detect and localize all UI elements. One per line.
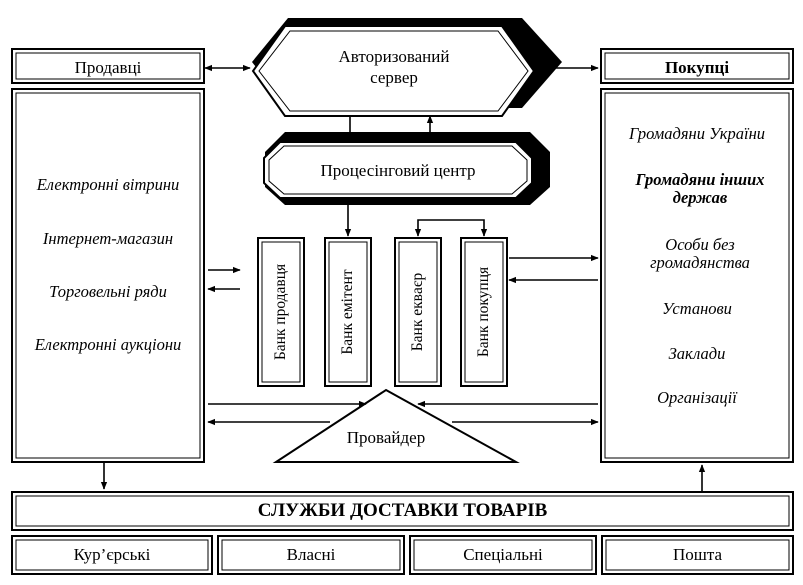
bank-issuer-box xyxy=(324,237,372,387)
processing-center-label: Процесінговий центр xyxy=(320,161,476,180)
seller-item-trade-rows: Торговельні ряди xyxy=(49,282,167,301)
delivery-item-own: Власні xyxy=(286,545,336,564)
delivery-services-box xyxy=(11,491,794,531)
buyer-item-organizations: Організації xyxy=(657,388,737,407)
buyer-item-establishments: Заклади xyxy=(668,344,726,363)
server-label-line2: сервер xyxy=(370,68,418,87)
buyer-item-citizens-ukraine: Громадяни України xyxy=(628,124,766,143)
buyer-item-stateless: Особи без громадянства xyxy=(650,235,750,273)
bank-seller-box xyxy=(257,237,305,387)
delivery-item-special: Спеціальні xyxy=(463,545,543,564)
bank-buyer-box xyxy=(460,237,508,387)
bank-issuer-label: Банк емітент xyxy=(339,269,356,355)
buyers-title: Покупці xyxy=(664,58,730,77)
provider-label: Провайдер xyxy=(346,428,426,447)
delivery-title: СЛУЖБИ ДОСТАВКИ ТОВАРІВ xyxy=(257,500,548,521)
server-label-line1: Авторизований xyxy=(338,47,450,66)
buyers-list-box xyxy=(600,88,794,463)
bank-acquirer-box xyxy=(394,237,442,387)
delivery-item-courier: Кур’єрські xyxy=(73,545,151,564)
seller-item-online-store: Інтернет-магазин xyxy=(42,229,174,248)
sellers-list-box xyxy=(11,88,205,463)
sellers-title: Продавці xyxy=(74,58,142,77)
provider-triangle xyxy=(272,388,520,463)
arrows xyxy=(100,64,706,492)
bank-acquirer-label: Банк еквaєр xyxy=(409,272,426,352)
bank-buyer-label: Банк покупця xyxy=(475,266,492,358)
authorized-server-hexagon xyxy=(251,18,562,117)
buyer-item-foreign-citizens: Громадяни інших держав xyxy=(635,170,765,208)
seller-item-showcases: Електронні вітрини xyxy=(36,175,180,194)
buyer-item-institutions: Установи xyxy=(662,299,732,318)
bank-seller-label: Банк продавця xyxy=(272,263,289,361)
delivery-item-post: Пошта xyxy=(672,545,723,564)
seller-item-auctions: Електронні аукціони xyxy=(34,335,182,354)
delivery-item-boxes xyxy=(11,535,794,575)
processing-center-box xyxy=(263,132,550,205)
sellers-header-box xyxy=(11,48,205,84)
buyers-header-box xyxy=(600,48,794,84)
